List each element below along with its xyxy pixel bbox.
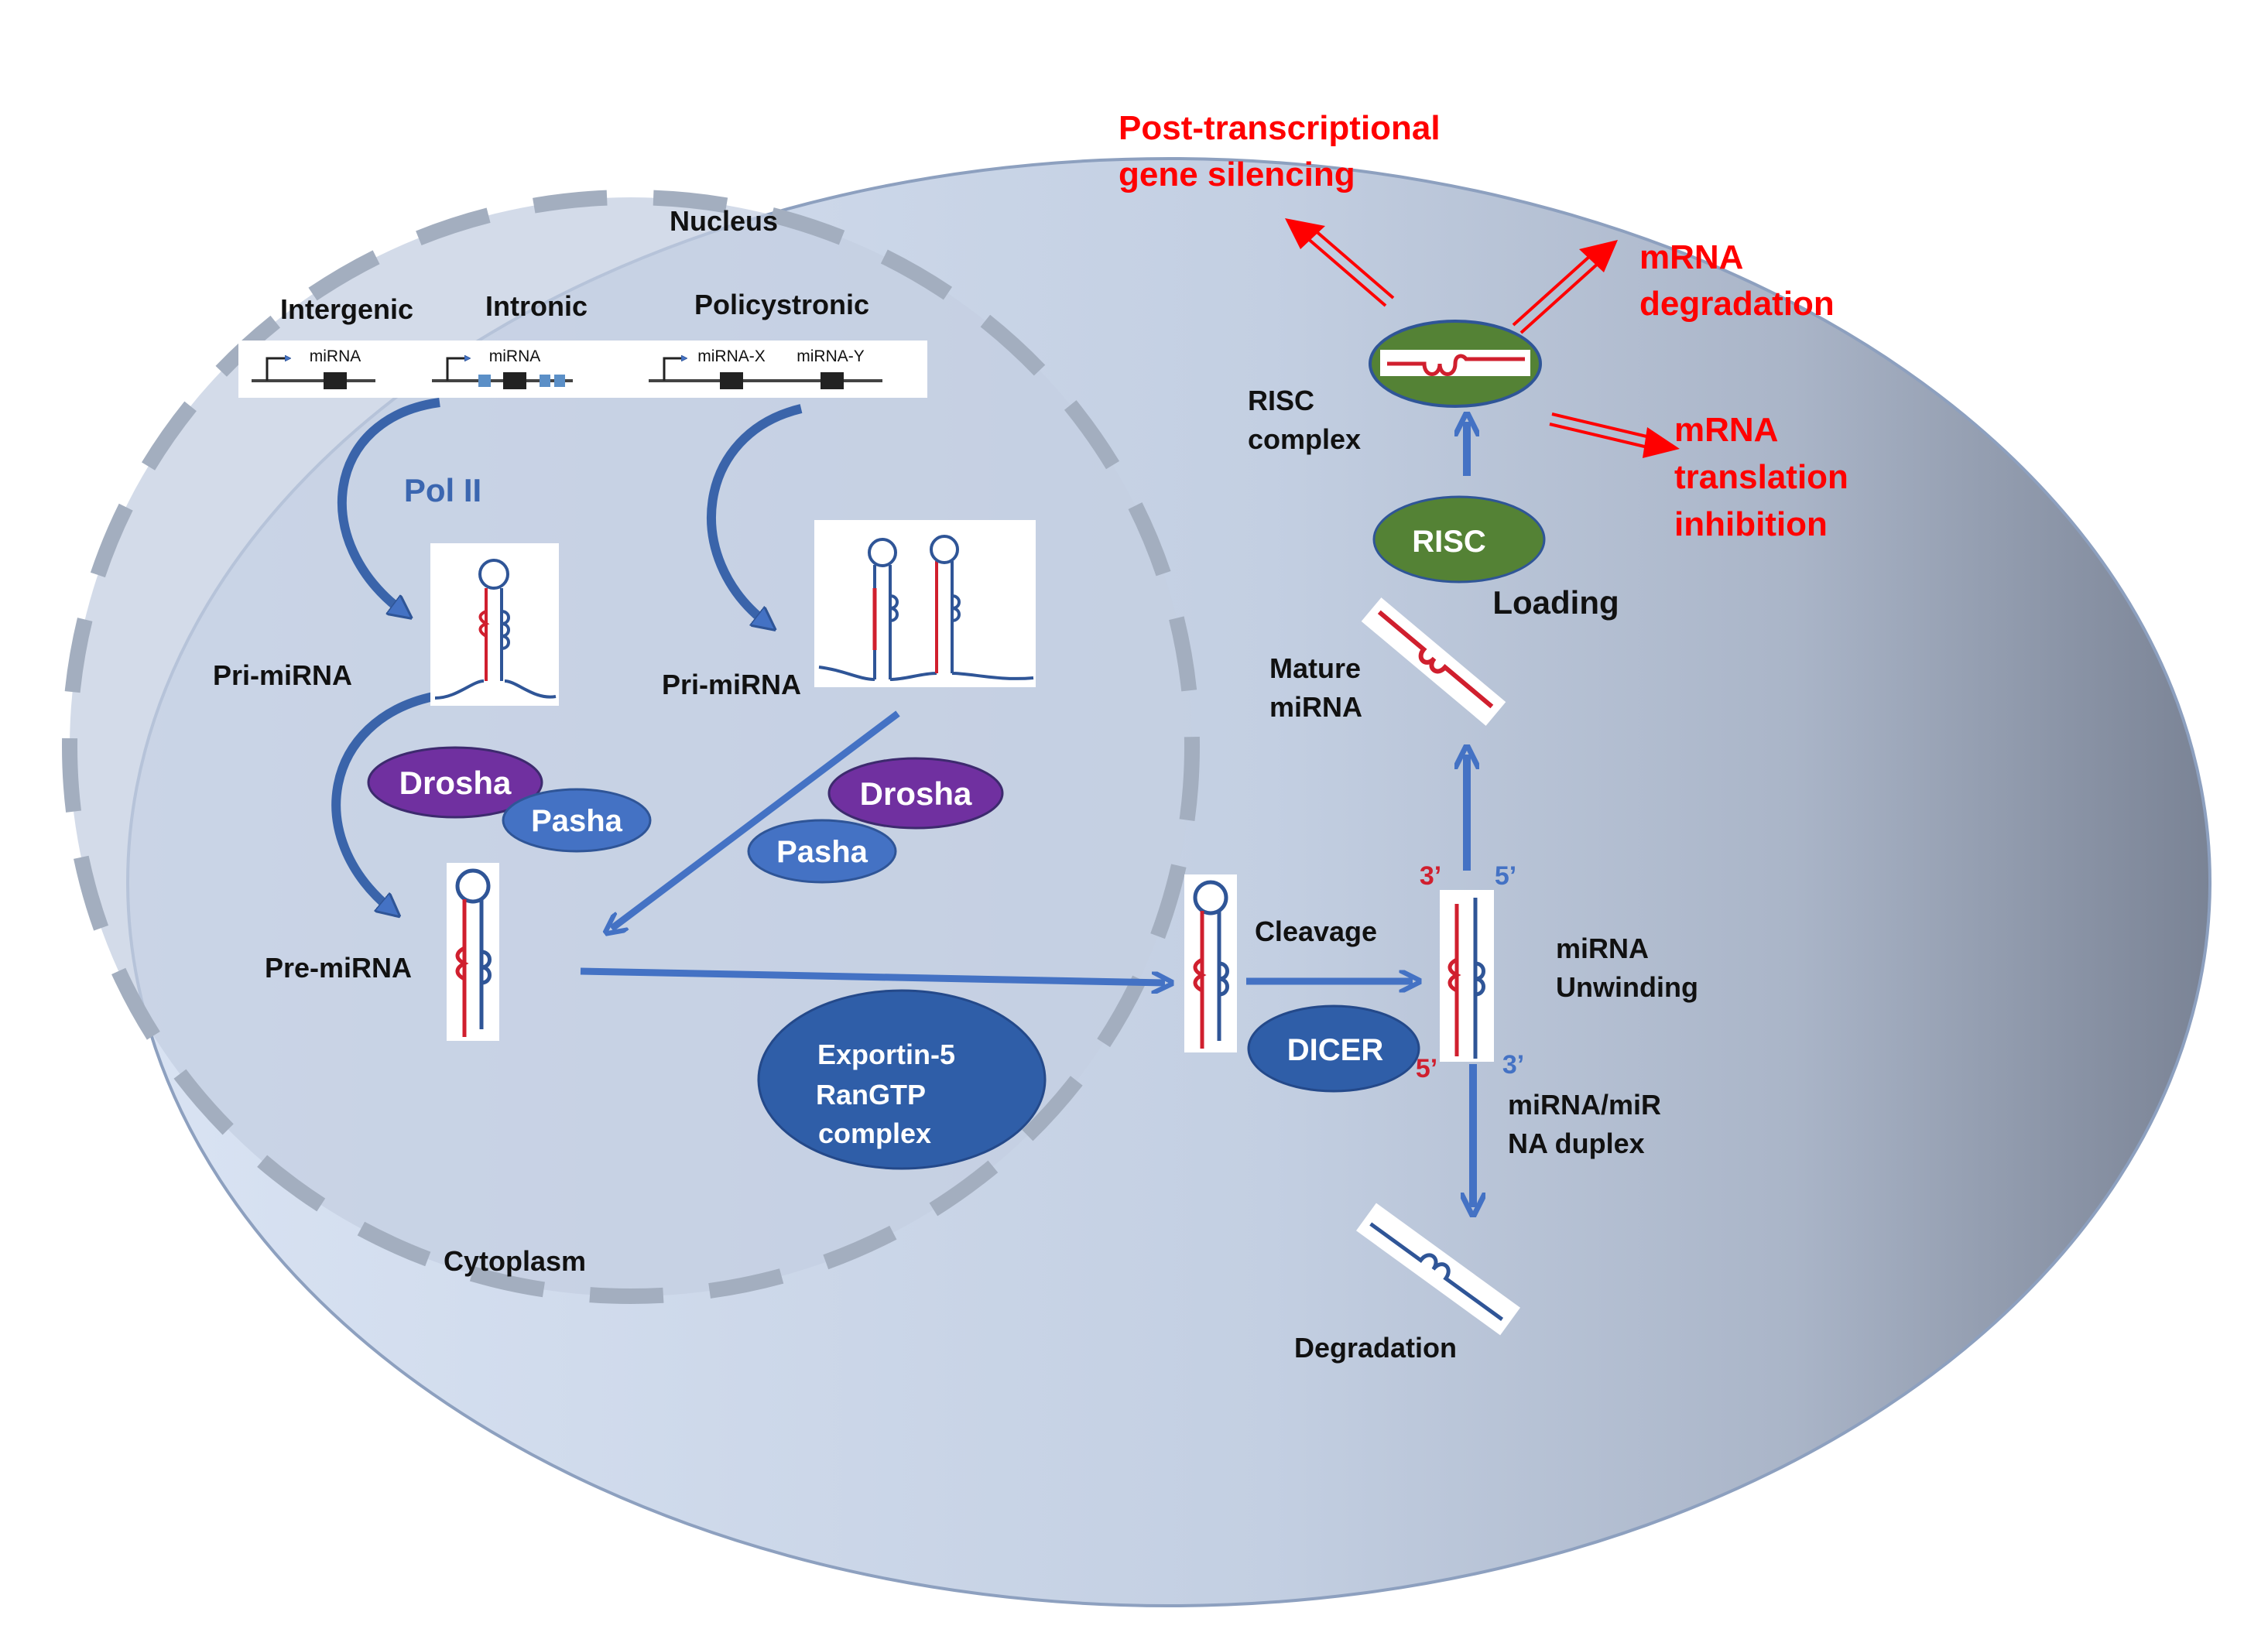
- gene-label-mirna-x: miRNA-X: [697, 347, 766, 365]
- risc-label: RISC: [1412, 525, 1486, 559]
- drosha-left-label: Drosha: [399, 765, 512, 801]
- pri-mirna-right-hairpins: [814, 520, 1036, 687]
- mature-mirna-label-line2: miRNA: [1269, 691, 1362, 723]
- drosha-complex-right: [827, 757, 1004, 830]
- risc-complex-label-line2: complex: [1248, 423, 1361, 455]
- mirna-duplex-label-line2: NA duplex: [1508, 1128, 1645, 1159]
- gene-label-mirna-intronic: miRNA: [489, 347, 541, 365]
- mature-mirna-strand: [1361, 597, 1506, 726]
- outcome-degradation-line1: mRNA: [1639, 238, 1743, 276]
- mirna-duplex-label-line1: miRNA/miR: [1508, 1089, 1661, 1121]
- mrna-degradation-arrow: [1512, 240, 1618, 334]
- outcome-inhibition-line2: translation: [1674, 458, 1848, 496]
- pasha-complex-left: [502, 788, 652, 853]
- pol-ii-label: Pol II: [404, 472, 481, 508]
- mirna-unwinding-label-line1: miRNA: [1556, 933, 1649, 964]
- mature-mirna-label-line1: Mature: [1269, 652, 1361, 684]
- pre-mirna-hairpin: [447, 863, 499, 1041]
- mirna-unwinding-label-line2: Unwinding: [1556, 971, 1698, 1003]
- outcome-silencing-line1: Post-transcriptional: [1119, 109, 1441, 147]
- pasha-complex-right: [747, 819, 897, 884]
- nucleus-label: Nucleus: [670, 205, 778, 237]
- exportin-label-line1: Exportin-5: [817, 1039, 955, 1070]
- outcome-inhibition-line3: inhibition: [1674, 505, 1828, 543]
- prime-3-blue-label: 3’: [1502, 1050, 1524, 1080]
- drosha-complex-left: [367, 746, 543, 819]
- policystronic-label: Policystronic: [694, 289, 869, 320]
- processing-arrow-left: [331, 692, 435, 909]
- intronic-label: Intronic: [485, 290, 588, 322]
- mirna-duplex: [1440, 890, 1494, 1062]
- degradation-label: Degradation: [1294, 1332, 1457, 1364]
- outcome-silencing-line2: gene silencing: [1119, 156, 1355, 193]
- pri-mirna-right-label: Pri-miRNA: [662, 669, 801, 700]
- risc-complex-label-line1: RISC: [1248, 385, 1314, 416]
- risc-complex: [1372, 495, 1546, 583]
- pri-mirna-left-hairpin: [430, 543, 559, 706]
- gene-structure-panel: miRNA miRNA miRNA-X miRNA-Y: [238, 341, 927, 398]
- exportin-5-rangtp-complex: [757, 989, 1047, 1170]
- outcome-inhibition-line1: mRNA: [1674, 411, 1778, 449]
- dicer-label: DICER: [1287, 1033, 1384, 1067]
- gene-label-mirna-y: miRNA-Y: [797, 347, 865, 365]
- exportin-label-line2: RanGTP: [816, 1079, 926, 1111]
- outcome-degradation-line2: degradation: [1639, 285, 1835, 323]
- prime-5-red-label: 5’: [1416, 1054, 1437, 1083]
- cytoplasmic-pre-mirna-hairpin: [1184, 874, 1237, 1052]
- gene-label-mirna-intergenic: miRNA: [310, 347, 361, 365]
- export-arrow: [580, 967, 1165, 983]
- intergenic-label: Intergenic: [280, 293, 413, 325]
- exportin-label-line3: complex: [818, 1117, 931, 1149]
- pri-mirna-left-label: Pri-miRNA: [213, 659, 352, 691]
- pasha-left-label: Pasha: [531, 804, 623, 838]
- cleavage-label: Cleavage: [1255, 915, 1377, 947]
- dicer-enzyme: [1247, 1004, 1420, 1093]
- cytoplasm-label: Cytoplasm: [444, 1245, 586, 1277]
- prime-3-red-label: 3’: [1420, 861, 1441, 891]
- silencing-arrow: [1285, 218, 1395, 307]
- pre-mirna-label: Pre-miRNA: [265, 952, 412, 984]
- processing-arrow-right: [612, 710, 900, 929]
- prime-5-blue-label: 5’: [1495, 861, 1516, 891]
- loading-label: Loading: [1492, 584, 1619, 621]
- transcription-arrow-right: [707, 404, 803, 623]
- drosha-right-label: Drosha: [860, 775, 972, 812]
- translation-inhibition-arrow: [1549, 412, 1680, 458]
- transcription-arrow-left: [337, 398, 440, 611]
- target-mrna-strand: [1387, 354, 1525, 376]
- pasha-right-label: Pasha: [776, 835, 868, 869]
- degraded-strand: [1356, 1203, 1520, 1336]
